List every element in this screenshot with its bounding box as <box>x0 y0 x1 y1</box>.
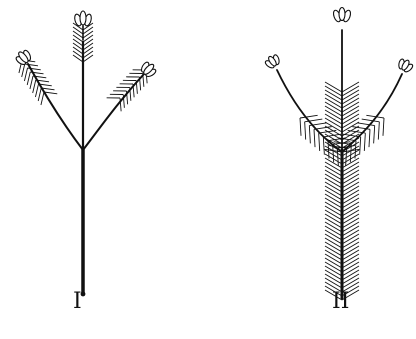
figure-i-right-branch <box>83 74 144 150</box>
figure-ii-left-bud <box>263 52 283 71</box>
figure-ii-label: II <box>332 291 349 313</box>
figure-ii-branch-diagram <box>263 8 416 301</box>
figure-i-label: I <box>73 291 82 313</box>
figure-ii-top-bud <box>332 8 352 23</box>
figure-i-left-branch <box>28 64 83 150</box>
figure-i-branch-diagram <box>13 11 159 296</box>
figure-ii-right-bud <box>395 56 415 75</box>
